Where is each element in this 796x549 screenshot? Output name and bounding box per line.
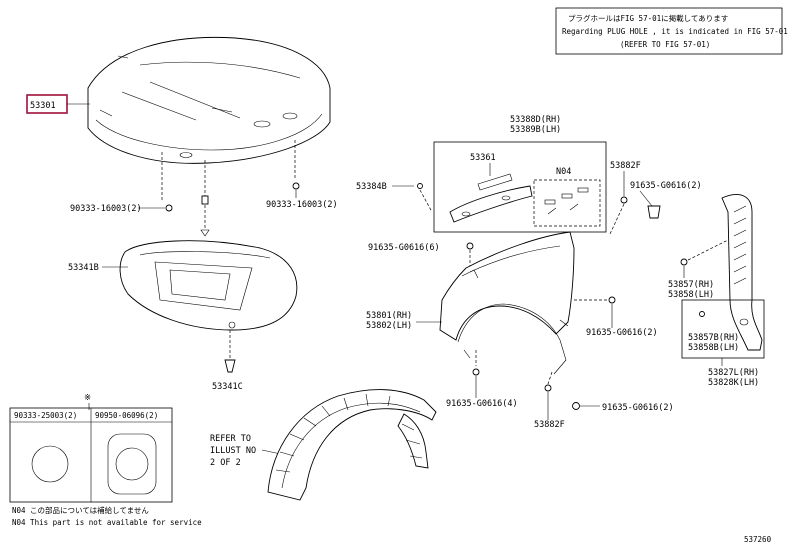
- fender-liner[interactable]: [267, 389, 437, 501]
- hood-bumper-icon: [200, 195, 210, 237]
- asterisk-mark: ※: [84, 393, 91, 403]
- liner-rh-b-label[interactable]: 53857B(RH): [688, 333, 739, 343]
- hood-plug-left-label[interactable]: 90333-16003(2): [70, 204, 142, 214]
- liner-clip-upper-icon: [680, 258, 688, 266]
- note-line-2: Regarding PLUG HOLE , it is indicated in…: [562, 27, 788, 36]
- fender-bolt-bottom-left-label[interactable]: 91635-G0616(4): [446, 399, 518, 409]
- hood-insulator[interactable]: [119, 240, 298, 331]
- plug-round-icon: [31, 445, 69, 483]
- fender-bolt-bottom-right-icon: [572, 402, 580, 410]
- liner-lh-b-label[interactable]: 53858B(LH): [688, 343, 739, 353]
- seal-clip-icon: [417, 183, 423, 189]
- plug-square-inner-icon: [115, 447, 149, 481]
- fender-bolt-top-icon: [466, 242, 474, 250]
- hood-assembly[interactable]: [87, 36, 331, 164]
- seal-strip[interactable]: [449, 173, 533, 223]
- liner-rh-a-label[interactable]: 53857(RH): [668, 280, 714, 290]
- seal-clips-icon: [544, 187, 589, 215]
- bracket-upper-label[interactable]: 53882F: [610, 161, 641, 171]
- plug-square-outline-icon: [107, 433, 157, 495]
- figure-id: 537260: [744, 535, 772, 544]
- fender-liner-seal[interactable]: [721, 194, 763, 351]
- hood-part-number[interactable]: 53301: [30, 101, 56, 111]
- hood-plug-right-label[interactable]: 90333-16003(2): [266, 200, 338, 210]
- liner-lh-a-label[interactable]: 53858(LH): [668, 290, 714, 300]
- refer-line-3: 2 OF 2: [210, 458, 241, 468]
- plug-table-col2[interactable]: 90950-06096(2): [95, 411, 158, 420]
- fender-bolt-bottom-left-icon: [472, 368, 480, 376]
- bracket-lower-icon: [544, 384, 552, 392]
- seal-n04-box: [533, 179, 601, 227]
- seal-note-label: N04: [556, 167, 571, 177]
- liner-lh-c-label[interactable]: 53828K(LH): [708, 378, 759, 388]
- note-line-1: プラグホールはFIG 57-01に掲載してあります: [568, 13, 728, 23]
- insulator-clip-icon: [224, 359, 236, 373]
- liner-sub-box: [681, 299, 765, 359]
- upper-right-bolt-icon: [647, 205, 661, 219]
- seal-group-box: [433, 141, 607, 233]
- liner-clip-lower-icon: [699, 311, 705, 317]
- plug-hole-note: プラグホールはFIG 57-01に掲載してあります Regarding PLUG…: [555, 7, 788, 55]
- footnote-jp: N04 この部品については補給してません: [12, 505, 149, 515]
- front-fender[interactable]: [439, 231, 575, 375]
- hood-plug-right-icon: [292, 182, 300, 190]
- note-line-3: (REFER TO FIG 57-01): [620, 40, 710, 49]
- fender-lh-label[interactable]: 53802(LH): [366, 321, 412, 331]
- bracket-lower-label[interactable]: 53882F: [534, 420, 565, 430]
- fender-bolt-mid-label[interactable]: 91635-G0616(2): [586, 328, 658, 338]
- fender-rh-label[interactable]: 53801(RH): [366, 311, 412, 321]
- refer-line-1: REFER TO: [210, 434, 251, 444]
- plug-table-col1[interactable]: 90333-25003(2): [14, 411, 77, 420]
- plug-table: 90333-25003(2) 90950-06096(2): [9, 407, 173, 503]
- seal-sub-label[interactable]: 53361: [470, 153, 496, 163]
- seal-lh-label[interactable]: 53389B(LH): [510, 125, 561, 135]
- seal-rh-label[interactable]: 53388D(RH): [510, 115, 561, 125]
- hood-plug-left-icon: [165, 204, 173, 212]
- liner-rh-c-label[interactable]: 53827L(RH): [708, 368, 759, 378]
- fender-bolt-mid-icon: [608, 296, 616, 304]
- seal-clip-label[interactable]: 53384B: [356, 182, 387, 192]
- fender-bolt-bottom-right-label[interactable]: 91635-G0616(2): [602, 403, 674, 413]
- fender-bolt-top-label[interactable]: 91635-G0616(6): [368, 243, 440, 253]
- insulator-label[interactable]: 53341B: [68, 263, 99, 273]
- bracket-upper-icon: [620, 196, 628, 204]
- fender-bolt-upper-right-label[interactable]: 91635-G0616(2): [630, 181, 702, 191]
- refer-line-2: ILLUST NO: [210, 446, 256, 456]
- footnote-en: N04 This part is not available for servi…: [12, 518, 202, 527]
- insulator-clip-label[interactable]: 53341C: [212, 382, 243, 392]
